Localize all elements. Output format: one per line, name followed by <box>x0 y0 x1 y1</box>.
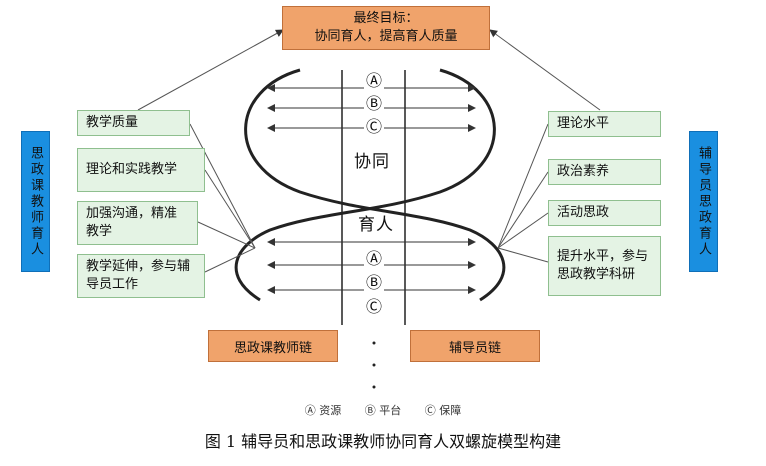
connector-right-1 <box>497 123 549 249</box>
connector-left-2 <box>204 169 256 249</box>
marker-c-bottom: Ⓒ <box>364 293 385 317</box>
left-box-3: 加强沟通，精准教学 <box>77 201 198 245</box>
right-box-3: 活动思政 <box>548 200 661 226</box>
connector-right-3 <box>497 212 549 249</box>
marker-a-bottom: Ⓐ <box>364 245 385 269</box>
goal-line-2: 协同育人，提高育人质量 <box>314 29 458 44</box>
connector-left-4 <box>204 247 256 273</box>
marker-b-bottom: Ⓑ <box>364 269 385 293</box>
center-text-top: 协同 <box>354 152 390 172</box>
left-box-4: 教学延伸，参与辅导员工作 <box>77 254 205 298</box>
right-box-2: 政治素养 <box>548 159 661 185</box>
center-text-bottom: 育人 <box>358 215 394 235</box>
legend-platform: Ⓑ 平台 <box>364 404 402 417</box>
helix-strand-2 <box>234 68 496 302</box>
dot <box>372 363 376 367</box>
legend-resource: Ⓐ 资源 <box>304 404 342 417</box>
chain-right-box: 辅导员链 <box>410 330 540 362</box>
left-box-1: 教学质量 <box>77 110 190 136</box>
dot <box>372 341 376 345</box>
right-box-1: 理论水平 <box>548 111 661 137</box>
right-box-4: 提升水平，参与思政教学科研 <box>548 236 661 296</box>
dot <box>372 385 376 389</box>
goal-line-1: 最终目标： <box>353 11 419 26</box>
legend: Ⓐ 资源 Ⓑ 平台 Ⓒ 保障 <box>0 402 766 418</box>
left-box-2: 理论和实践教学 <box>77 148 205 192</box>
chain-left-box: 思政课教师链 <box>208 330 338 362</box>
left-side-label: 思政课教师育人 <box>21 131 50 272</box>
connector-right-4 <box>497 247 549 263</box>
right-side-label: 辅导员思政育人 <box>689 131 718 272</box>
arrow-right-to-goal <box>489 29 601 111</box>
connector-left-3 <box>197 221 256 249</box>
goal-box: 最终目标： 协同育人，提高育人质量 <box>282 6 490 50</box>
connector-left-1 <box>189 123 256 249</box>
figure-caption: 图 1 辅导员和思政课教师协同育人双螺旋模型构建 <box>204 432 562 451</box>
marker-a-top: Ⓐ <box>364 67 385 91</box>
marker-b-top: Ⓑ <box>364 90 385 114</box>
marker-c-top: Ⓒ <box>364 113 385 137</box>
helix-strand-1 <box>244 68 506 302</box>
connector-right-2 <box>497 171 549 249</box>
legend-guarantee: Ⓒ 保障 <box>424 404 462 417</box>
arrow-left-to-goal <box>137 29 284 111</box>
